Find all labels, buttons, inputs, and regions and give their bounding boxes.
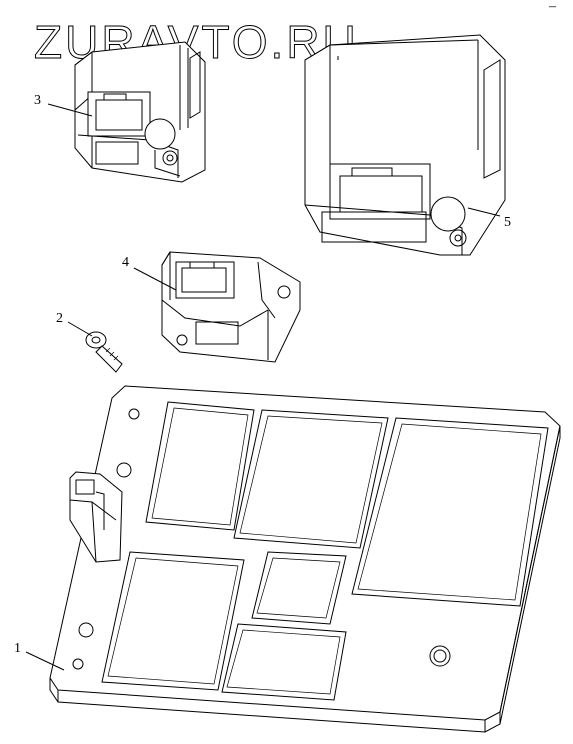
callout-4-leader [133,267,177,291]
part-5-housing [304,34,506,256]
callout-2-leader [67,321,93,337]
callout-2-label: 2 [56,311,63,326]
part-4-cover [161,251,301,363]
callout-4-label: 4 [122,255,129,270]
corner-mark: – [548,0,557,14]
part-2-screw [85,331,123,373]
callout-1-leader [25,651,65,671]
callout-3-leader [47,103,93,117]
part-3-housing [74,41,206,183]
callout-1-label: 1 [14,641,21,656]
part-1-base-plate [49,385,561,733]
callout-5-label: 5 [504,215,511,230]
callout-3-label: 3 [34,93,41,108]
callout-5-leader [467,207,501,217]
